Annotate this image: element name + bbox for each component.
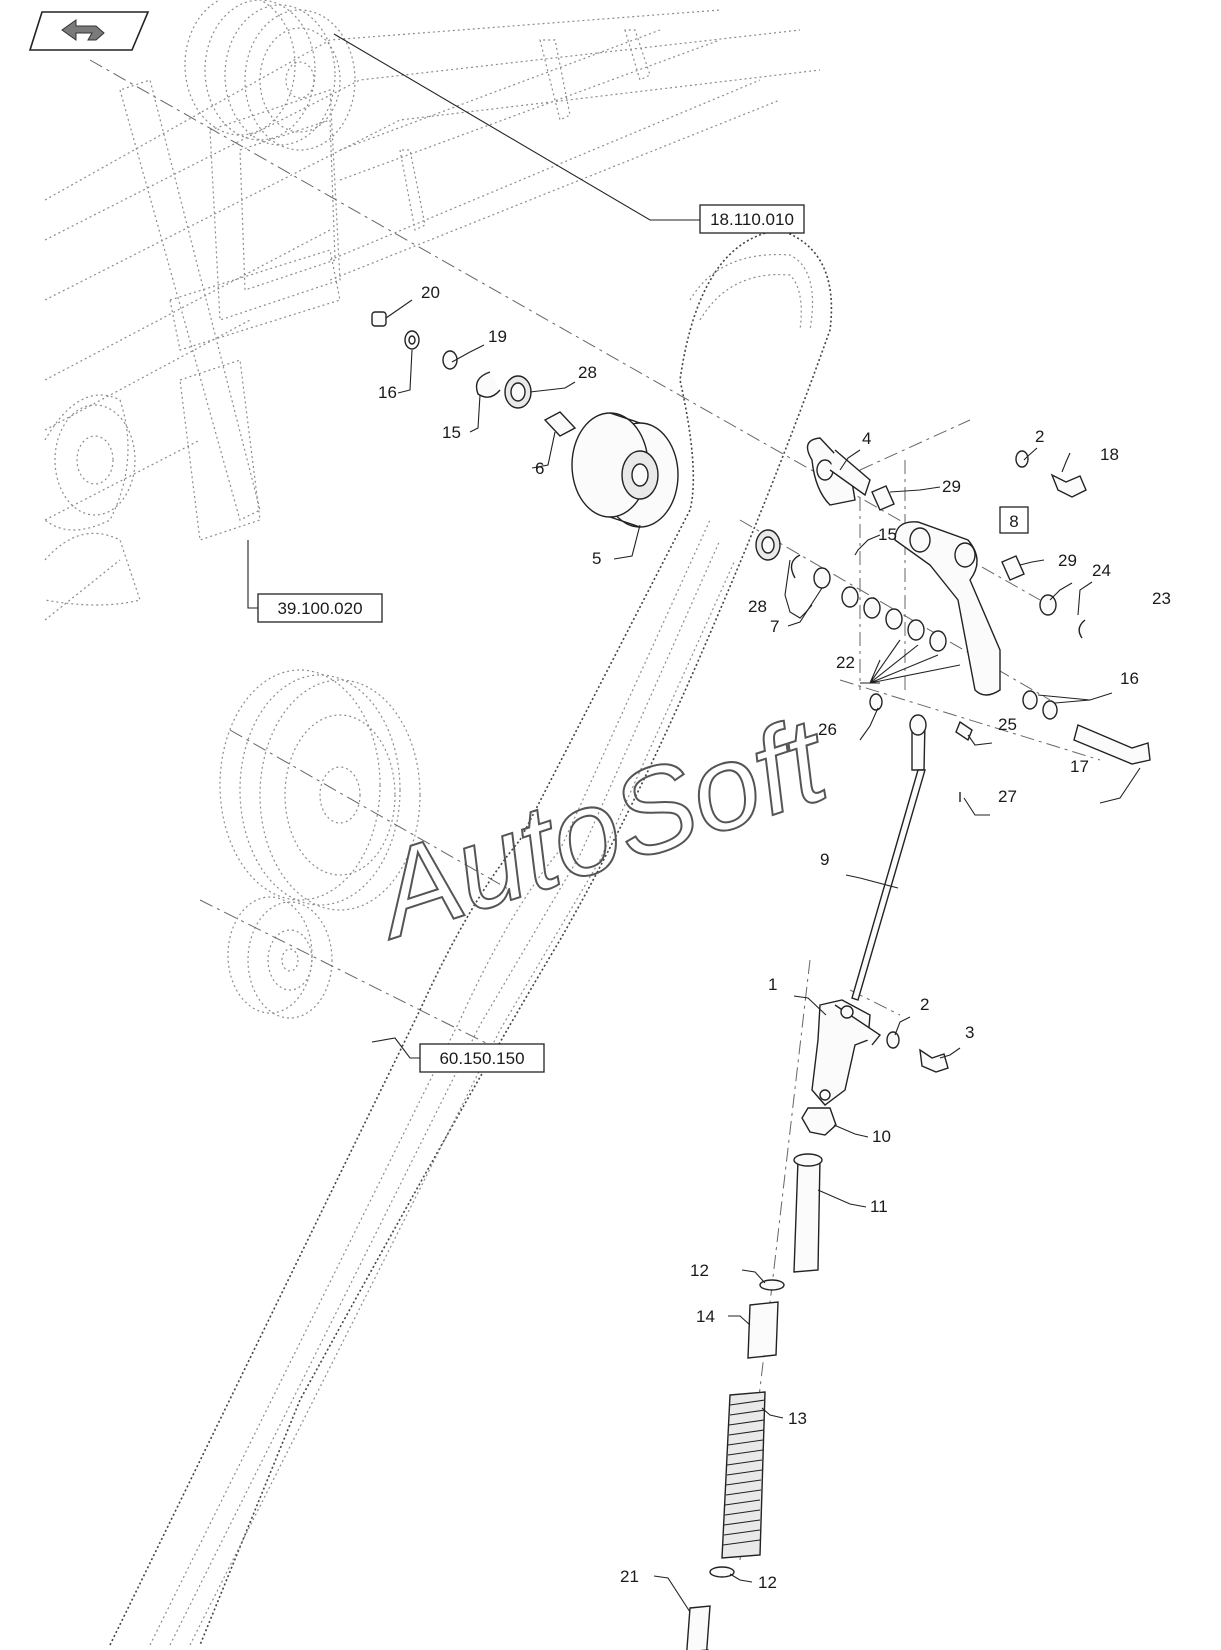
callout-10: 10: [872, 1127, 891, 1146]
ref-box-18110010[interactable]: 18.110.010: [699, 204, 805, 234]
callout-6: 6: [535, 459, 544, 478]
callout-16: 16: [1120, 669, 1139, 688]
callout-7: 7: [770, 617, 779, 636]
tensioner-parts: [371, 311, 1151, 1650]
callout-21: 21: [620, 1567, 639, 1586]
callout-29: 29: [942, 477, 961, 496]
callout-3: 3: [965, 1023, 974, 1042]
callout-12: 12: [758, 1573, 777, 1592]
callout-4: 4: [862, 429, 871, 448]
callout-18: 18: [1100, 445, 1119, 464]
upper-pulley: [184, 0, 356, 151]
callout-2: 2: [1035, 427, 1044, 446]
ref-label-18110010: 18.110.010: [710, 210, 794, 229]
callout-11: 11: [870, 1197, 888, 1216]
drive-belt: [109, 229, 833, 1646]
callout-26: 26: [818, 720, 837, 739]
callout-1: 1: [768, 975, 777, 994]
callout-16: 16: [378, 383, 397, 402]
back-button[interactable]: [28, 11, 150, 51]
idler-pulley-lower: [227, 896, 333, 1019]
callout-15: 15: [442, 423, 461, 442]
callout-20: 20: [421, 283, 440, 302]
callout-23: 23: [1152, 589, 1171, 608]
callout-17: 17: [1070, 757, 1089, 776]
callout-15: 15: [878, 525, 897, 544]
callout-28: 28: [748, 597, 767, 616]
callout-13: 13: [788, 1409, 807, 1428]
callout-28: 28: [578, 363, 597, 382]
callout-24: 24: [1092, 561, 1111, 580]
ref-box-8[interactable]: 8: [999, 506, 1029, 534]
ref-label-39100020: 39.100.020: [277, 599, 362, 618]
ref-label-8: 8: [1009, 512, 1018, 531]
return-arrow-icon: [61, 19, 105, 41]
part-callouts: 20 16 19 15 28 6 5 4 2 18 29 15 29 24 23…: [378, 283, 1171, 1592]
leader-lines: [247, 33, 1141, 1613]
reference-boxes: 18.110.010 39.100.020 60.150.150 8: [257, 204, 1029, 1073]
callout-19: 19: [488, 327, 507, 346]
callout-2: 2: [920, 995, 929, 1014]
ref-label-60150150: 60.150.150: [439, 1049, 524, 1068]
callout-27: 27: [998, 787, 1017, 806]
callout-14: 14: [696, 1307, 715, 1326]
ref-box-39100020[interactable]: 39.100.020: [257, 593, 383, 623]
callout-29: 29: [1058, 551, 1077, 570]
callout-9: 9: [820, 850, 829, 869]
callout-5: 5: [592, 549, 601, 568]
callout-12: 12: [690, 1261, 709, 1280]
callout-22: 22: [836, 653, 855, 672]
ref-box-60150150[interactable]: 60.150.150: [419, 1043, 545, 1073]
callout-25: 25: [998, 715, 1017, 734]
lower-pulley: [219, 669, 421, 911]
machine-frame: [44, 9, 821, 621]
watermark: AutoSoft: [355, 691, 844, 964]
